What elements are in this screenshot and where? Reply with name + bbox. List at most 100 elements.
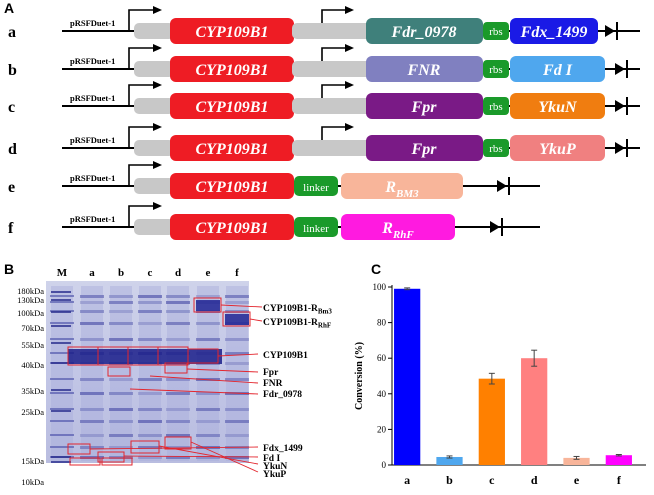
- spacer-box: [134, 23, 174, 39]
- gel-band: [138, 392, 162, 395]
- gel-band: [196, 392, 220, 395]
- plasmid-label: pRSFDuet-1: [70, 56, 115, 66]
- gene2-label: Fdr_0978: [391, 24, 457, 41]
- gel-band: [166, 301, 190, 304]
- gene3-label: Fdx_1499: [520, 24, 588, 41]
- highlight-box: [69, 457, 101, 466]
- fusion-reductase-label: RRhF: [381, 220, 414, 241]
- gel-band: [80, 434, 104, 437]
- gel-annotation-main: YkuP: [263, 470, 286, 480]
- gene2-box: [366, 18, 483, 44]
- promoter-arrowhead: [153, 123, 162, 131]
- bar-b: [436, 456, 463, 465]
- gel-band: [50, 408, 74, 410]
- gel-band: [196, 295, 220, 298]
- marker-label: 35kDa: [21, 386, 44, 396]
- gene-cyp109b1-label: CYP109B1: [196, 179, 269, 196]
- y-tick-label: 60: [377, 353, 387, 363]
- gene-cyp109b1-label: CYP109B1: [196, 24, 269, 41]
- gel-band: [138, 338, 162, 341]
- gel-band: [80, 310, 104, 313]
- gel-band: [166, 378, 190, 381]
- gene2-label: FNR: [407, 62, 441, 79]
- gel-annotation: YkuN: [263, 462, 287, 472]
- gel-annotation: Fdr_0978: [263, 390, 302, 400]
- gene-cyp109b1-box: [170, 56, 294, 82]
- gel-band: [225, 378, 249, 381]
- gel-band: [196, 420, 220, 423]
- lane-smear: [81, 286, 103, 461]
- gel-band: [138, 378, 162, 381]
- fusion-reductase-subscript: RhF: [392, 229, 414, 241]
- gel-annotation-main: Fpr: [263, 368, 279, 378]
- terminator-arrow: [490, 221, 500, 233]
- gel-band: [109, 295, 133, 298]
- y-tick-label: 0: [382, 460, 387, 470]
- promoter-arrowhead-2: [345, 123, 354, 131]
- linker-box: [294, 176, 338, 196]
- gel-band: [225, 408, 249, 411]
- gel-band: [166, 322, 190, 325]
- gene2-box: [366, 93, 483, 119]
- lane-smear: [139, 286, 161, 461]
- plasmid-label: pRSFDuet-1: [70, 135, 115, 145]
- construct-row-label: e: [8, 179, 15, 196]
- fusion-reductase-main: R: [381, 220, 393, 237]
- gene3-box: [510, 135, 605, 161]
- construct-row-label: c: [8, 99, 15, 116]
- gel-band: [138, 446, 162, 449]
- marker-band: [51, 410, 71, 412]
- leader-line: [220, 304, 263, 308]
- gene3-box: [510, 56, 605, 82]
- promoter-arrowhead: [153, 6, 162, 14]
- gel-band: [225, 295, 249, 298]
- gel-band: [109, 392, 133, 395]
- gel-band: [138, 408, 162, 411]
- gel-band: [80, 378, 104, 381]
- rbs-label: rbs: [489, 143, 502, 155]
- marker-label: 130kDa: [17, 295, 44, 305]
- gel-annotation-main: CYP109B1-R: [263, 304, 318, 314]
- promoter-arrowhead: [153, 81, 162, 89]
- gel-band: [225, 456, 249, 459]
- gene-cyp109b1-label: CYP109B1: [196, 220, 269, 237]
- leader-line: [186, 368, 259, 373]
- leader-line: [158, 445, 259, 465]
- gel-band: [50, 352, 74, 354]
- gel-band: [138, 310, 162, 313]
- lane-smear: [51, 286, 73, 461]
- gel-annotation-main: YkuN: [263, 462, 287, 472]
- promoter-arrowhead: [153, 44, 162, 52]
- bar-a: [394, 288, 421, 465]
- marker-label: 15kDa: [21, 456, 44, 466]
- plasmid-label: pRSFDuet-1: [70, 18, 115, 28]
- promoter-arrow: [128, 9, 153, 31]
- marker-band: [51, 456, 71, 458]
- x-tick-label: d: [531, 473, 538, 487]
- gel-band: [196, 338, 220, 341]
- leader-line: [149, 375, 259, 384]
- gene3-label: Fd I: [542, 62, 573, 79]
- gel-band: [80, 408, 104, 411]
- lane-label: d: [175, 267, 181, 279]
- marker-band: [51, 291, 71, 293]
- construct-row-label: f: [8, 220, 14, 237]
- gel-band: [109, 338, 133, 341]
- lane-label: f: [235, 267, 239, 279]
- highlight-box: [130, 440, 160, 454]
- lane-smear: [110, 286, 132, 461]
- gel-band: [196, 456, 220, 459]
- marker-band: [51, 461, 71, 463]
- marker-band: [51, 342, 71, 344]
- panel-a-letter: A: [4, 0, 14, 16]
- gene-cyp109b1-box: [170, 214, 294, 240]
- gel-band: [109, 322, 133, 325]
- highlight-box: [101, 457, 133, 466]
- gel-lane: [138, 286, 162, 461]
- gel-band: [50, 295, 74, 297]
